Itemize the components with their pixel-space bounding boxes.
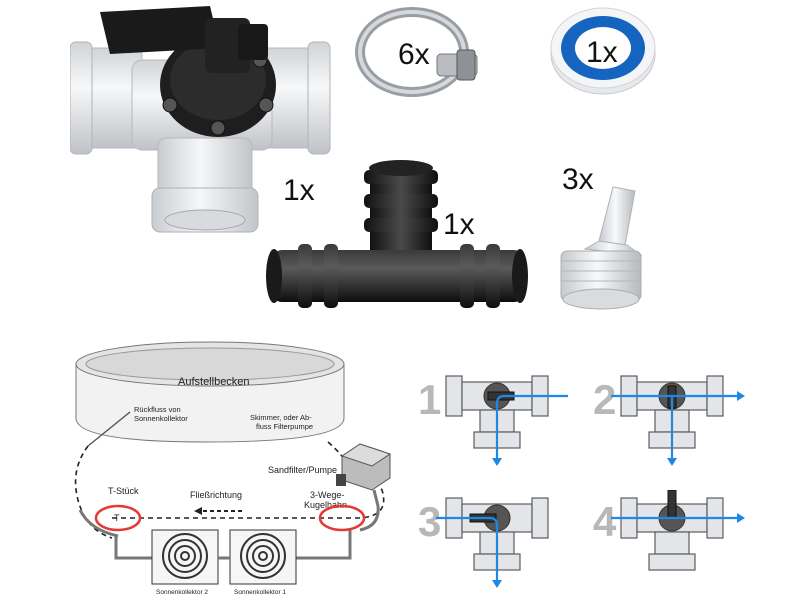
valve-body <box>620 490 724 571</box>
t-piece-image <box>266 160 528 308</box>
return-label-line2: Sonnenkollektor <box>134 414 188 423</box>
position-number: 3 <box>418 498 441 545</box>
flow-arrow <box>667 458 677 466</box>
valve-label-line2: Kugelhahn <box>304 500 347 510</box>
three-way-valve-image <box>70 6 331 233</box>
flow-arrow <box>737 513 745 523</box>
flow-path <box>436 516 499 582</box>
tee-marker <box>94 504 142 532</box>
valve-quantity: 1x <box>283 174 315 207</box>
valve-position-1: 1 <box>418 375 568 466</box>
skimmer-label-line1: Skimmer, oder Ab- <box>250 413 312 422</box>
adapter-quantity: 3x <box>562 163 594 196</box>
flow-label: Fließrichtung <box>190 490 242 500</box>
flow-arrow <box>492 458 502 466</box>
flow-path <box>495 394 568 460</box>
valve-label-line1: 3-Wege- <box>310 490 344 500</box>
pump-label: Sandfilter/Pumpe <box>268 465 337 475</box>
position-number: 2 <box>593 376 616 423</box>
hose-adapter-image <box>560 186 643 310</box>
return-label-line1: Rückfluss von <box>134 405 181 414</box>
skimmer-label-line2: fluss Filterpumpe <box>256 422 313 431</box>
collector-2-label: Sonnenkollektor 2 <box>156 589 208 596</box>
valve-position-4: 4 <box>593 490 745 571</box>
collector-2-drawing <box>151 529 219 585</box>
teflon-tape-image <box>550 7 656 95</box>
pool-label: Aufstellbecken <box>178 376 250 388</box>
t-piece-quantity: 1x <box>443 208 475 241</box>
collector-1-label: Sonnenkollektor 1 <box>234 589 286 596</box>
tape-quantity: 1x <box>586 36 618 69</box>
flow-arrow <box>737 391 745 401</box>
installation-diagram: Aufstellbecken Rückfluss von Sonnenkolle… <box>74 341 392 596</box>
flow-arrow <box>492 580 502 588</box>
pump-drawing <box>336 443 392 491</box>
clamp-quantity: 6x <box>398 38 430 71</box>
position-number: 4 <box>593 498 617 545</box>
hose-clamp-image <box>355 7 478 97</box>
position-number: 1 <box>418 376 441 423</box>
svg-text:T: T <box>114 513 120 523</box>
tee-label: T-Stück <box>108 486 139 496</box>
valve-marker <box>318 504 366 532</box>
valve-position-3: 3 <box>418 497 549 588</box>
collector-1-drawing <box>229 529 297 585</box>
pool-drawing <box>75 341 345 443</box>
valve-position-2: 2 <box>593 375 745 466</box>
